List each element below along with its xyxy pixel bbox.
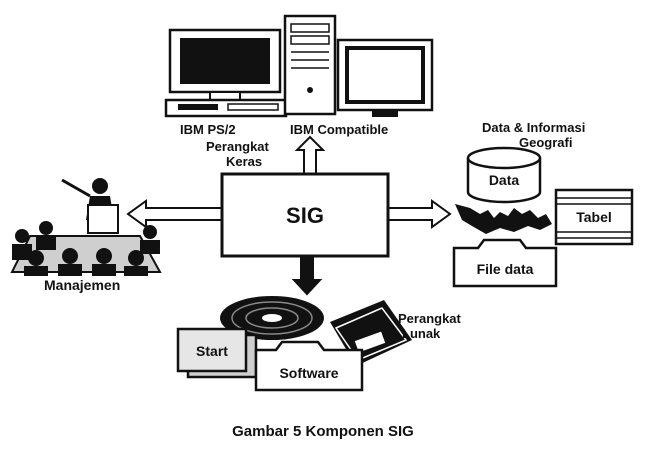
hardware-caption-line2: Keras [226, 154, 262, 169]
data-section-title-line1: Data & Informasi [482, 120, 585, 135]
monitor-right-icon [336, 38, 434, 117]
database-cylinder-icon: Data [466, 146, 542, 204]
arrow-down-icon [291, 254, 323, 296]
start-button: Start [176, 327, 258, 379]
data-information-group: Data & Informasi Geografi Data Tabel Fil… [452, 120, 634, 288]
hardware-caption-line1: Perangkat [206, 139, 270, 154]
file-folder-icon: File data [452, 238, 558, 288]
table-label: Tabel [576, 209, 612, 225]
computer-left-label: IBM PS/2 [180, 122, 236, 137]
database-label: Data [489, 172, 520, 188]
audience-icon [12, 221, 160, 276]
presenter-icon [61, 178, 119, 234]
map-silhouette-icon [455, 204, 552, 234]
arrow-left-icon [126, 199, 223, 229]
figure-caption: Gambar 5 Komponen SIG [232, 423, 414, 440]
sig-label: SIG [286, 203, 324, 228]
arrow-up-icon [294, 135, 326, 175]
software-caption-line1: Perangkat [398, 311, 462, 326]
arrow-right-icon [387, 199, 452, 229]
software-folder-label: Software [279, 365, 338, 381]
management-label: Manajemen [44, 277, 120, 293]
software-caption-line2: Lunak [402, 326, 441, 341]
tower-pc-icon [283, 14, 337, 116]
computer-right-label: IBM Compatible [290, 122, 388, 137]
software-group: Perangkat Lunak Start Software [176, 296, 462, 392]
sig-box: SIG [220, 172, 390, 258]
file-data-label: File data [477, 261, 534, 277]
management-group: Manajemen [10, 178, 162, 293]
hardware-group: IBM PS/2 IBM Compatible Perangkat Keras [164, 14, 434, 169]
software-folder-icon: Software [254, 340, 364, 392]
start-button-label: Start [196, 343, 228, 359]
monitor-left-icon [164, 28, 288, 118]
table-icon: Tabel [554, 188, 634, 246]
data-section-title-line2: Geografi [519, 135, 572, 150]
